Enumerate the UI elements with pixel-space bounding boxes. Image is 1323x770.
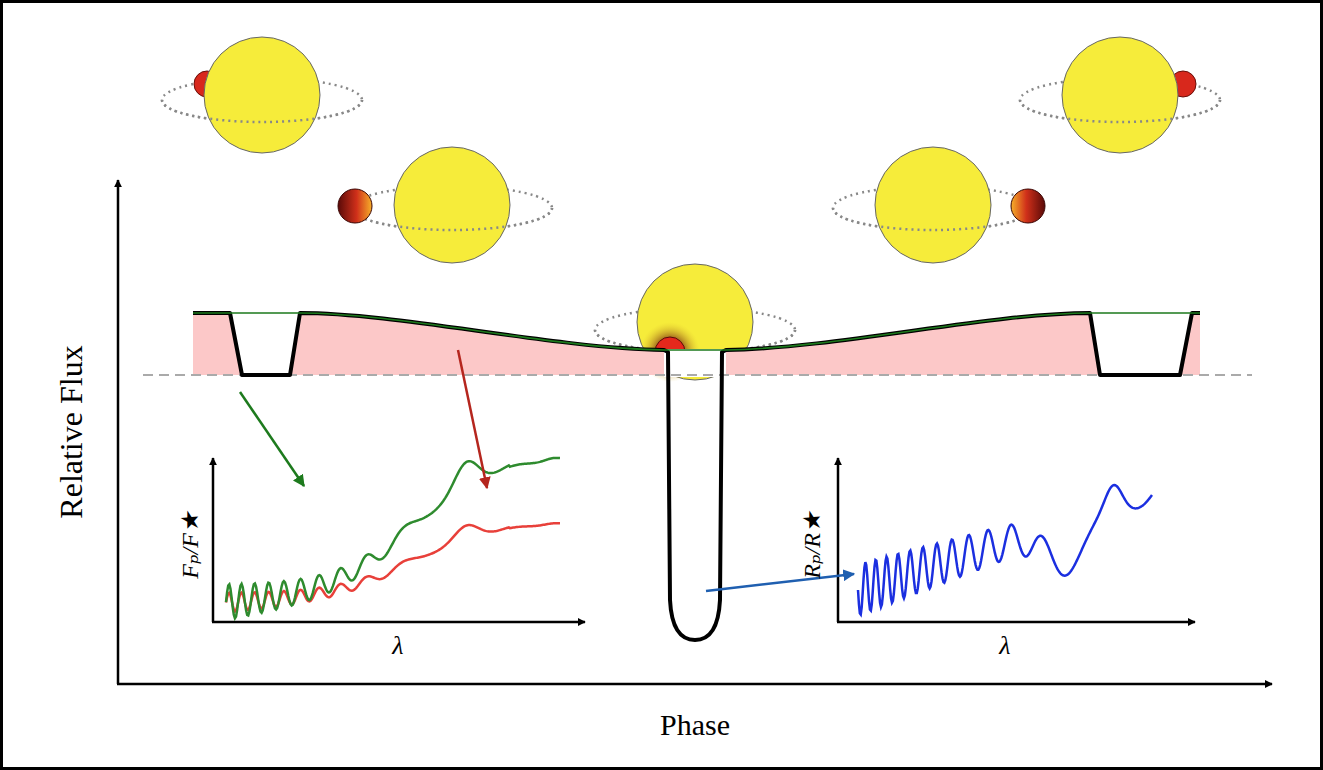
dayside-arrow: [240, 392, 304, 486]
transit-arrow: [706, 574, 854, 591]
planet-quadrature: [1011, 189, 1045, 223]
eclipse-gap: [1090, 312, 1192, 375]
y-axis: [117, 180, 120, 684]
inset-x-axis: [212, 621, 585, 624]
inset-axis-label: λ: [999, 632, 1010, 661]
planet-quadrature: [338, 189, 372, 223]
axis-title: Phase: [660, 708, 730, 741]
inset-axis-label: λ: [392, 632, 403, 661]
axis-title: Relative Flux: [54, 345, 89, 518]
orbit-front: [162, 100, 1220, 352]
planet-flux-line: [193, 313, 1200, 350]
x-axis: [117, 683, 1272, 686]
transit-gap: [664, 349, 726, 377]
light-curve: [193, 313, 1200, 640]
dayside-spectrum: [226, 458, 560, 618]
inset-y-axis: [212, 458, 215, 622]
inset-axis-label: Fₚ/F★: [177, 511, 203, 579]
inset-axis-label: Rₚ/R★: [799, 511, 825, 579]
inset-x-axis: [837, 621, 1195, 624]
nightside-arrow: [458, 350, 487, 488]
nightside-spectrum: [226, 523, 560, 611]
inset-y-axis: [837, 458, 840, 622]
stellar-baseline: [143, 374, 1252, 376]
transmission-spectrum: [858, 485, 1152, 614]
spectra: [226, 458, 1152, 618]
